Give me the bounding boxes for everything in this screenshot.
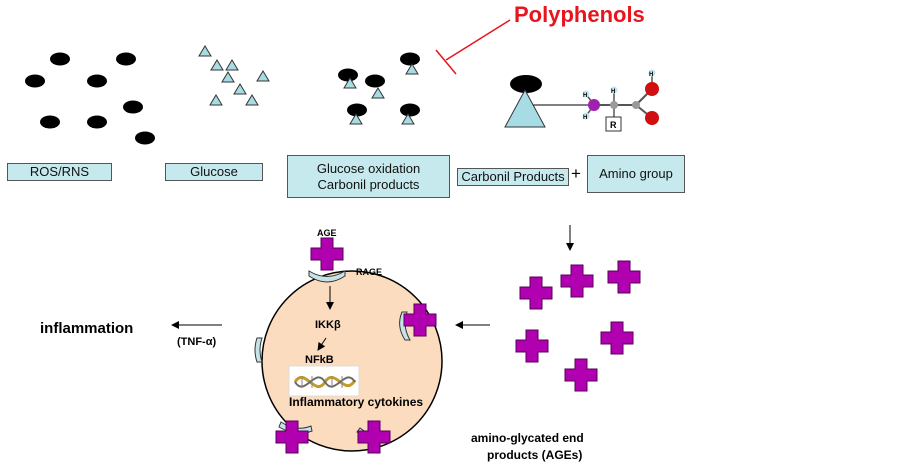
label-amino-group: Amino group — [587, 155, 685, 193]
ikk-label: IKKβ — [315, 319, 341, 331]
arrow-ikk-to-nfkb — [317, 337, 327, 351]
label-glucose-oxidation: Glucose oxidation Carbonil products — [287, 155, 450, 198]
ros-ellipses — [25, 52, 155, 145]
svg-text:R: R — [610, 120, 617, 130]
free-ages — [515, 260, 641, 392]
cytokines-label: Inflammatory cytokines — [289, 395, 424, 409]
plus-sign: + — [571, 164, 581, 183]
ages-label-line2: products (AGEs) — [487, 448, 583, 462]
oxidation-pairs — [338, 52, 420, 125]
svg-text:H: H — [649, 72, 653, 78]
age-label: AGE — [317, 228, 337, 238]
ages-label-line1: amino-glycated end — [471, 431, 584, 445]
glucose-triangles — [198, 45, 270, 106]
svg-text:H: H — [583, 115, 587, 121]
polyphenols-title: Polyphenols — [514, 2, 645, 27]
inflammation-label: inflammation — [40, 320, 134, 337]
carbonil-amino-molecule: H H H H R — [504, 69, 659, 132]
tnf-label: (TNF-α) — [177, 336, 217, 348]
svg-text:H: H — [611, 89, 615, 95]
label-carbonil-products: Carbonil Products — [457, 168, 569, 186]
label-ros: ROS/RNS — [7, 163, 112, 181]
svg-text:H: H — [583, 93, 587, 99]
label-glucose: Glucose — [165, 163, 263, 181]
rage-label: RAGE — [356, 267, 383, 277]
dna-icon — [288, 365, 360, 397]
polyphenols-inhibition — [435, 19, 511, 75]
nfkb-label: NFkB — [305, 354, 334, 366]
